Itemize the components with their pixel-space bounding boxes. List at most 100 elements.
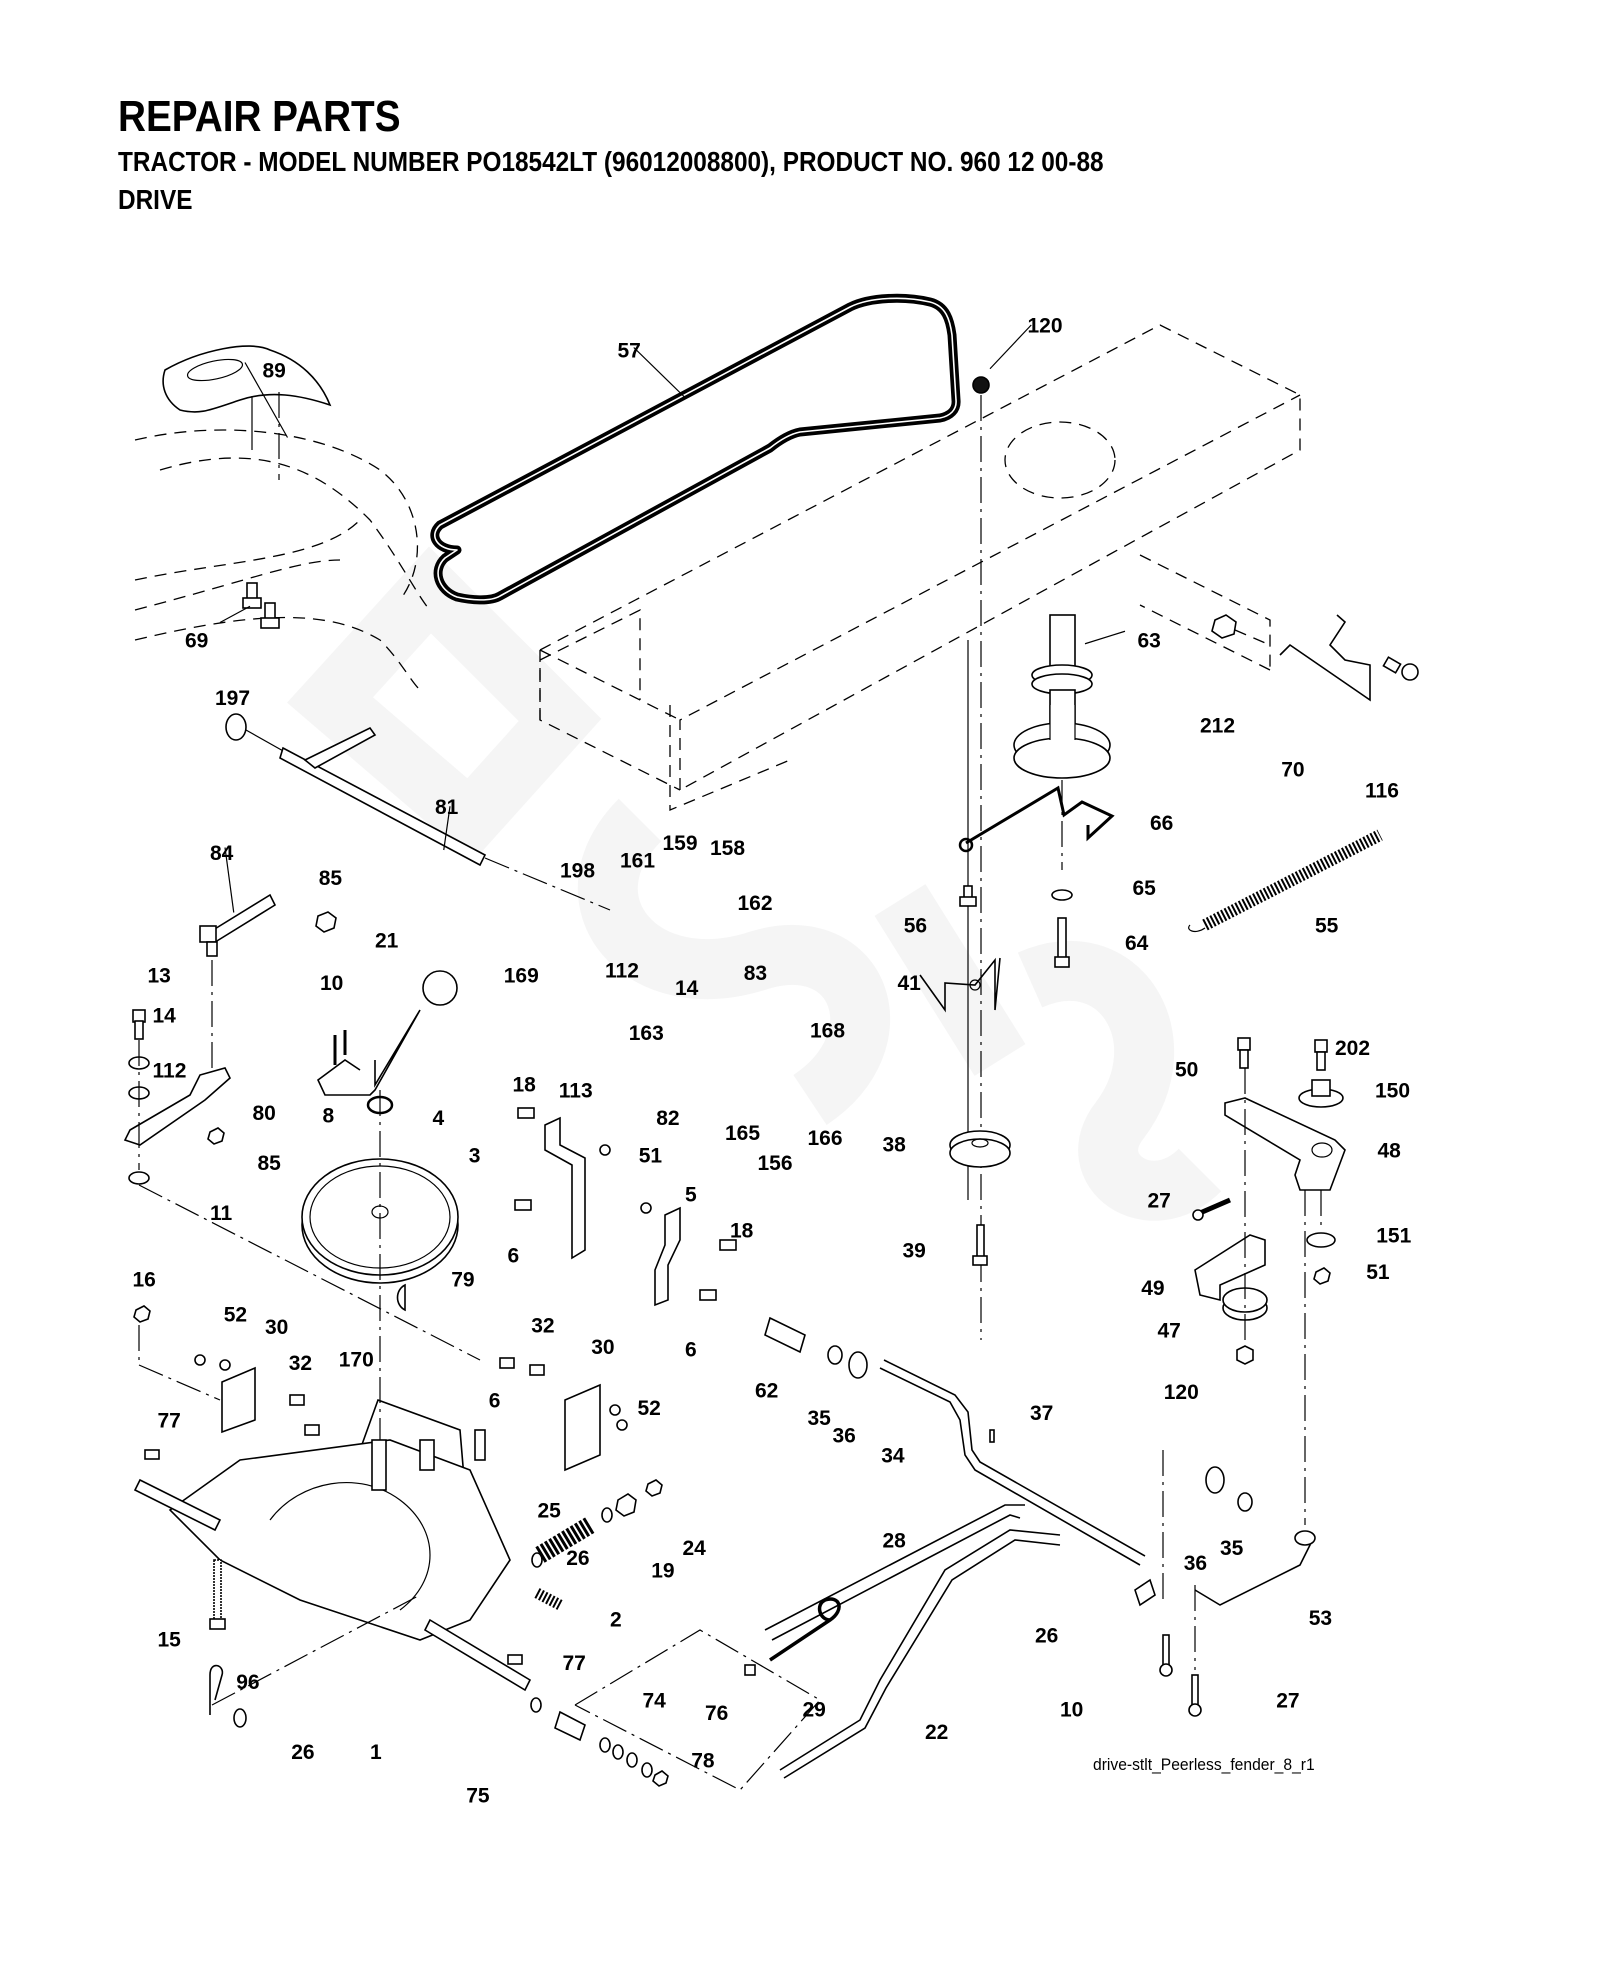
part-202-bolt bbox=[1314, 1039, 1328, 1071]
part-11-washer bbox=[128, 1171, 150, 1185]
callout-1: 1 bbox=[370, 1741, 382, 1764]
fender-outline bbox=[134, 429, 431, 691]
callout-161: 161 bbox=[620, 850, 655, 873]
callout-77: 77 bbox=[158, 1410, 181, 1433]
callout-30: 30 bbox=[591, 1336, 614, 1359]
callout-35: 35 bbox=[808, 1407, 832, 1430]
part-84-lever bbox=[199, 893, 277, 957]
part-22-rod bbox=[779, 1529, 1061, 1779]
callout-10: 10 bbox=[1060, 1698, 1083, 1721]
leader-line-84 bbox=[224, 847, 235, 913]
part-19-nut bbox=[615, 1493, 637, 1517]
callout-70: 70 bbox=[1281, 758, 1304, 781]
callout-26: 26 bbox=[1035, 1625, 1058, 1648]
model-subtitle: TRACTOR - MODEL NUMBER PO18542LT (960120… bbox=[118, 146, 1104, 177]
part-32-bolts-left bbox=[289, 1394, 320, 1436]
callout-39: 39 bbox=[903, 1240, 926, 1263]
callout-6: 6 bbox=[685, 1338, 697, 1361]
part-70-rod bbox=[1279, 614, 1371, 702]
callout-56: 56 bbox=[904, 915, 927, 938]
part-26-washer bbox=[531, 1552, 543, 1568]
part-212-nut bbox=[1211, 614, 1237, 639]
callout-202: 202 bbox=[1335, 1037, 1370, 1060]
callout-85: 85 bbox=[258, 1152, 282, 1175]
callout-27: 27 bbox=[1276, 1690, 1299, 1713]
part-49-bracket bbox=[1194, 1234, 1266, 1302]
part-24-nut bbox=[645, 1479, 663, 1497]
part-77-keys bbox=[144, 1449, 523, 1665]
part-36-washer bbox=[848, 1351, 868, 1379]
callout-6: 6 bbox=[489, 1390, 501, 1413]
callout-53: 53 bbox=[1309, 1607, 1332, 1630]
part-36-washer-right bbox=[1205, 1466, 1225, 1494]
callout-18: 18 bbox=[513, 1073, 537, 1096]
callout-113: 113 bbox=[559, 1080, 593, 1103]
callout-19: 19 bbox=[651, 1560, 674, 1583]
part-28-handle bbox=[769, 1597, 841, 1662]
callout-79: 79 bbox=[451, 1268, 474, 1291]
callout-69: 69 bbox=[185, 630, 208, 653]
callout-165: 165 bbox=[725, 1122, 760, 1145]
part-51-nut-right bbox=[1313, 1267, 1331, 1285]
section-title: DRIVE bbox=[118, 184, 193, 215]
part-2-spring bbox=[534, 1588, 563, 1610]
part-85-nut-lower bbox=[207, 1127, 225, 1145]
callout-85: 85 bbox=[319, 867, 343, 890]
callout-150: 150 bbox=[1375, 1080, 1410, 1103]
callout-158: 158 bbox=[710, 837, 745, 860]
callout-29: 29 bbox=[803, 1698, 826, 1721]
callout-57: 57 bbox=[618, 340, 641, 363]
callout-32: 32 bbox=[531, 1315, 554, 1338]
part-96-hairpin bbox=[209, 1664, 224, 1715]
part-78-washer bbox=[641, 1762, 653, 1778]
part-197-bushing bbox=[225, 713, 247, 741]
callout-2: 2 bbox=[610, 1608, 622, 1631]
callout-84: 84 bbox=[210, 842, 234, 865]
part-26-washer-left bbox=[233, 1708, 247, 1728]
callout-38: 38 bbox=[883, 1133, 907, 1156]
leader-line-81 bbox=[443, 806, 451, 851]
callout-80: 80 bbox=[253, 1102, 276, 1125]
callout-18: 18 bbox=[730, 1220, 754, 1243]
callout-10: 10 bbox=[320, 972, 343, 995]
callout-37: 37 bbox=[1030, 1402, 1053, 1425]
leader-line-63 bbox=[1084, 630, 1126, 645]
part-75-washers bbox=[599, 1737, 638, 1768]
callout-151: 151 bbox=[1376, 1225, 1411, 1248]
part-79-key bbox=[396, 1283, 406, 1312]
callout-75: 75 bbox=[466, 1785, 490, 1808]
callout-30: 30 bbox=[265, 1316, 288, 1339]
callout-24: 24 bbox=[683, 1537, 707, 1560]
part-8-shift-lever bbox=[316, 1009, 421, 1096]
callout-162: 162 bbox=[738, 892, 773, 915]
part-1-transaxle bbox=[133, 1439, 532, 1692]
watermark bbox=[287, 546, 1222, 1221]
drawing-file-reference: drive-stlt_Peerless_fender_8_r1 bbox=[1093, 1755, 1315, 1774]
callout-41: 41 bbox=[898, 972, 922, 995]
part-52-nuts-left bbox=[194, 1354, 231, 1371]
part-150-spacer bbox=[1298, 1079, 1344, 1108]
part-56-bolt bbox=[959, 885, 977, 907]
part-37-pin bbox=[989, 1429, 995, 1443]
part-50-bolt bbox=[1237, 1037, 1251, 1069]
callout-81: 81 bbox=[435, 796, 459, 819]
part-35-bushing-right bbox=[1237, 1492, 1253, 1512]
callout-55: 55 bbox=[1315, 915, 1339, 938]
callout-51: 51 bbox=[1366, 1261, 1390, 1284]
part-39-bolt bbox=[972, 1224, 988, 1266]
part-57-drive-belt bbox=[430, 293, 961, 605]
part-53-rod bbox=[1194, 1539, 1311, 1606]
part-32-bolts-right bbox=[499, 1357, 545, 1376]
leader-line-120 bbox=[989, 324, 1032, 370]
callout-83: 83 bbox=[744, 962, 767, 985]
part-18-bolts bbox=[517, 1107, 737, 1251]
callout-labels: 8969571206321270116197818485211081314112… bbox=[133, 315, 1412, 1808]
callout-163: 163 bbox=[629, 1022, 664, 1045]
part-29-bushing bbox=[744, 1664, 756, 1676]
callout-66: 66 bbox=[1150, 812, 1173, 835]
callout-169: 169 bbox=[504, 965, 539, 988]
callout-74: 74 bbox=[643, 1690, 667, 1713]
callout-47: 47 bbox=[1158, 1320, 1181, 1343]
callout-77: 77 bbox=[563, 1652, 586, 1675]
part-5-bracket bbox=[654, 1206, 681, 1307]
